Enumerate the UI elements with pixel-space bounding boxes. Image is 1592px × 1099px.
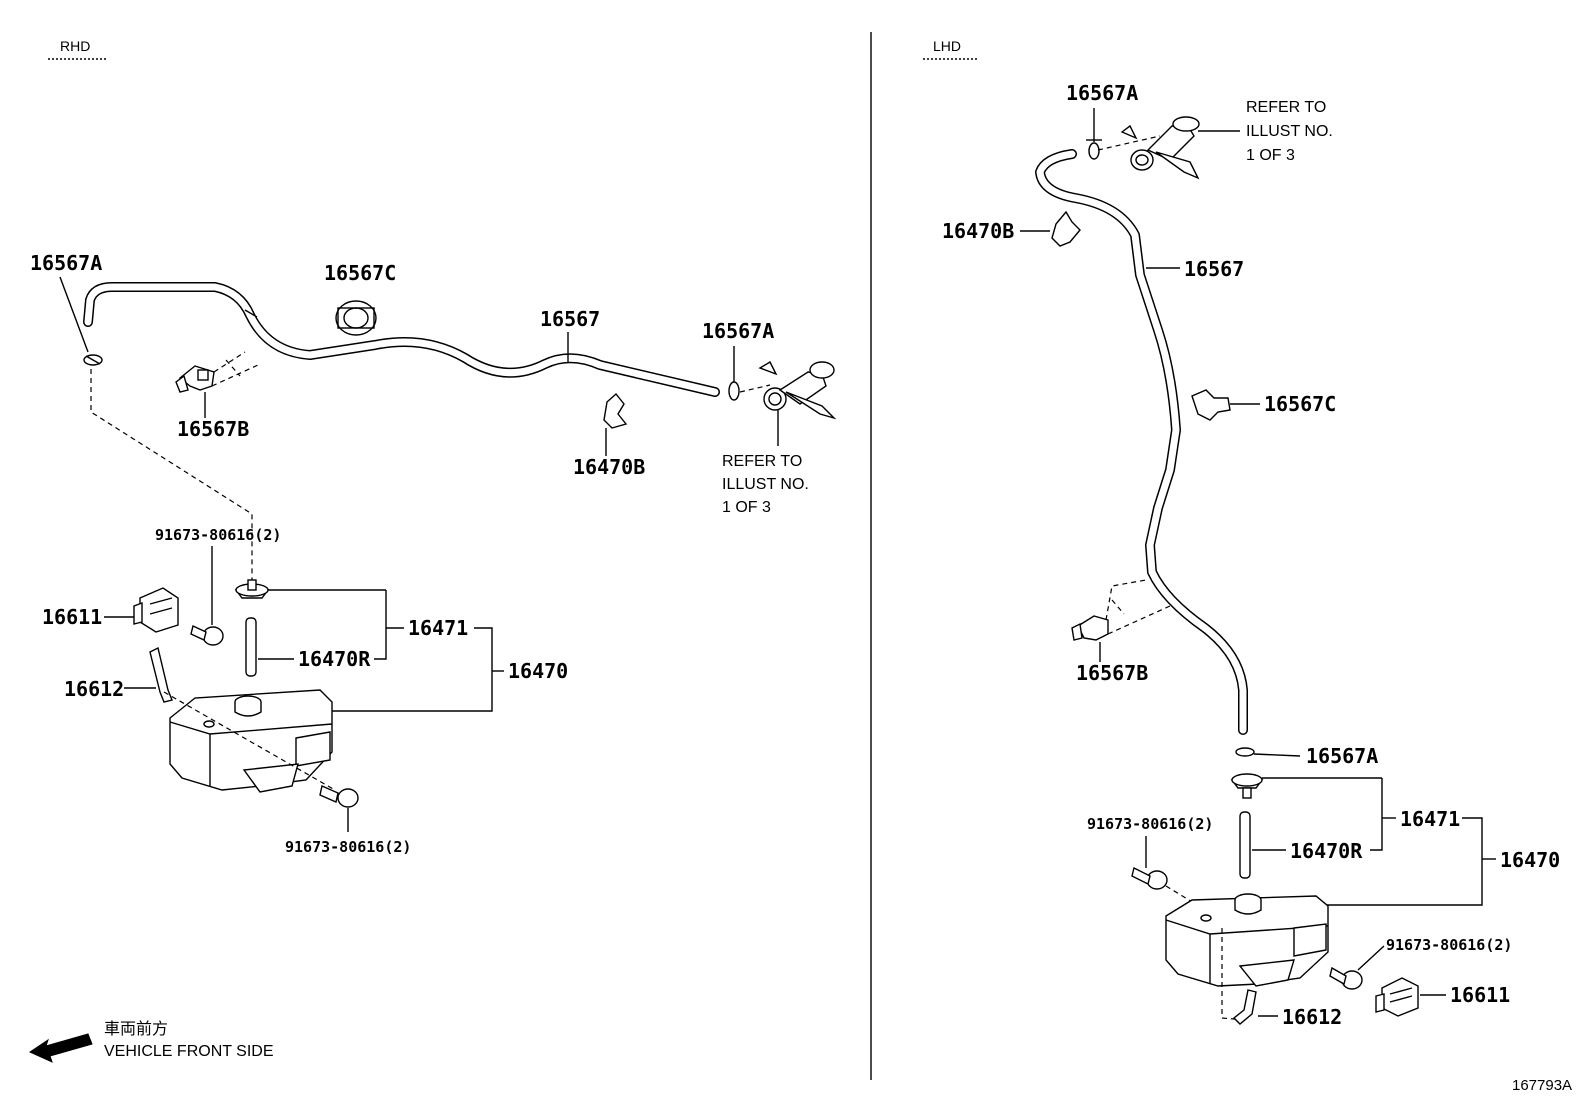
lhd-clamp-16567a-top: 16567A xyxy=(1066,81,1138,160)
lhd-refer-line-1: REFER TO xyxy=(1246,99,1326,116)
lhd-label-16612: 16612 xyxy=(1282,1005,1342,1029)
lhd-label-16567a-top: 16567A xyxy=(1066,81,1138,105)
lhd-bolt-right: 91673-80616(2) xyxy=(1329,936,1512,990)
lhd-clamp-16567b: 16567B xyxy=(1071,579,1171,685)
rhd-label-16612: 16612 xyxy=(64,677,124,701)
lhd-clamp-16567a-bottom: 16567A xyxy=(1235,744,1378,768)
lhd-refer-line-3: 1 OF 3 xyxy=(1246,147,1295,164)
rhd-label: RHD xyxy=(60,38,90,54)
lhd-clamp-16567c: 16567C xyxy=(1191,389,1336,421)
lhd-label-bolt-right: 91673-80616(2) xyxy=(1386,936,1512,954)
lhd-label: LHD xyxy=(933,38,961,54)
lhd-panel: 16567 16567A REFER TO ILLUST NO. 1 OF 3 xyxy=(942,81,1560,1029)
lhd-label-16567c: 16567C xyxy=(1264,392,1336,416)
rhd-bolt-bottom: 91673-80616(2) xyxy=(285,785,411,856)
lhd-filler-neck: REFER TO ILLUST NO. 1 OF 3 xyxy=(1097,99,1333,180)
lhd-refer-line-2: ILLUST NO. xyxy=(1246,123,1333,140)
lhd-label-16470: 16470 xyxy=(1500,848,1560,872)
rhd-bolt-top xyxy=(190,625,224,646)
rhd-filler-neck: REFER TO ILLUST NO. 1 OF 3 xyxy=(722,361,837,516)
lhd-bolt-left xyxy=(1131,866,1213,915)
rhd-label-16611: 16611 xyxy=(42,605,102,629)
lhd-tank-16470 xyxy=(1165,893,1329,1021)
lhd-clamp-16470b: 16470B xyxy=(942,210,1081,247)
lhd-hose-16567: 16567 xyxy=(1035,149,1248,735)
rhd-label-16567b: 16567B xyxy=(177,417,249,441)
rhd-refer-line-2: ILLUST NO. xyxy=(722,476,809,493)
rhd-label-16567a-left: 16567A xyxy=(30,251,102,275)
rhd-clamp-16567b: 16567B xyxy=(175,351,259,441)
lhd-stay-16612: 16612 xyxy=(1232,989,1342,1029)
rhd-hose-16567 xyxy=(83,282,720,397)
rhd-tank-16470 xyxy=(163,689,336,793)
rhd-label-16470r: 16470R xyxy=(298,647,371,671)
rhd-label-bolt-top: 91673-80616(2) xyxy=(155,526,281,544)
rhd-header: RHD xyxy=(48,38,106,60)
rhd-refer-line-1: REFER TO xyxy=(722,453,802,470)
lhd-label-16567: 16567 xyxy=(1184,257,1244,281)
front-arrow-icon xyxy=(28,1033,93,1063)
lhd-label-16567b: 16567B xyxy=(1076,661,1148,685)
rhd-clamp-16567a-right: 16567A xyxy=(702,319,774,401)
rhd-refer-line-3: 1 OF 3 xyxy=(722,499,771,516)
rhd-label-16470b: 16470B xyxy=(573,455,645,479)
lhd-label-16611: 16611 xyxy=(1450,983,1510,1007)
lhd-label-bolt-left: 91673-80616(2) xyxy=(1087,815,1213,833)
rhd-bracket-16611: 16611 xyxy=(42,587,179,633)
rhd-panel: 16567A 16567C 16567 16567B 16470B xyxy=(30,251,837,856)
rhd-clamp-16470b: 16470B xyxy=(573,392,645,479)
lhd-cap-16471 xyxy=(1230,773,1382,799)
rhd-label-16567: 16567 xyxy=(540,307,600,331)
rhd-cap-16471 xyxy=(234,579,386,599)
rhd-stay-16612: 16612 xyxy=(64,646,173,703)
front-label-jp: 車両前方 xyxy=(104,1020,168,1038)
vehicle-front-indicator: 車両前方 VEHICLE FRONT SIDE xyxy=(28,1020,274,1063)
lhd-header: LHD xyxy=(923,38,977,60)
rhd-clamp-16567a-left: 16567A xyxy=(30,251,103,366)
rhd-tube-16470r: 16470R xyxy=(245,617,371,677)
front-label-en: VEHICLE FRONT SIDE xyxy=(104,1043,274,1060)
rhd-label-16567a-right: 16567A xyxy=(702,319,774,343)
lhd-label-16567a-bottom: 16567A xyxy=(1306,744,1378,768)
rhd-label-16470: 16470 xyxy=(508,659,568,683)
rhd-grommet-16567c: 16567C xyxy=(324,261,396,336)
lhd-label-16471: 16471 xyxy=(1400,807,1460,831)
figure-id: 167793A xyxy=(1512,1077,1572,1094)
lhd-bracket-16611: 16611 xyxy=(1375,977,1510,1017)
lhd-label-16470r: 16470R xyxy=(1290,839,1363,863)
rhd-label-bolt-bottom: 91673-80616(2) xyxy=(285,838,411,856)
rhd-label-16567c: 16567C xyxy=(324,261,396,285)
lhd-tube-16470r: 16470R xyxy=(1239,811,1363,879)
lhd-label-16470b: 16470B xyxy=(942,219,1014,243)
rhd-label-16471: 16471 xyxy=(408,616,468,640)
